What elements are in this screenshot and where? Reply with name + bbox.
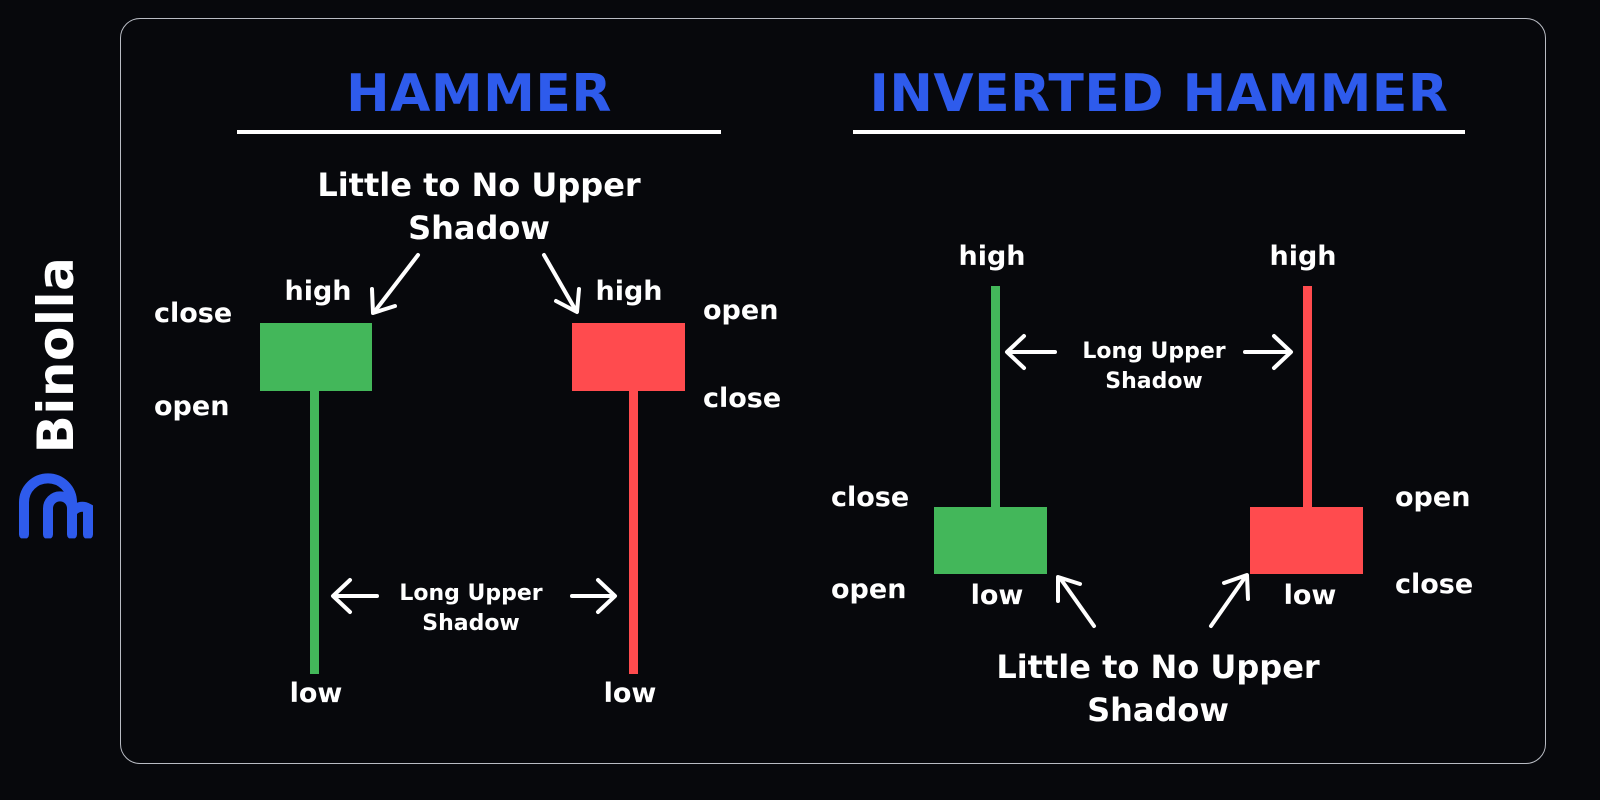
inverted-red-wick [1303, 286, 1312, 510]
hammer-green-top-label: close [154, 298, 233, 329]
hammer-red-low-label: low [603, 678, 657, 709]
inverted-wick-right-arrow [1243, 334, 1293, 370]
hammer-wick-annotation: Long Upper Shadow [381, 579, 561, 640]
inverted-red-body [1250, 507, 1363, 574]
hammer-green-body [260, 323, 372, 391]
hammer-green-wick [310, 388, 319, 674]
hammer-wick-left-arrow [331, 578, 379, 614]
inverted-red-low-label: low [1283, 580, 1337, 611]
inverted-green-low-label: low [970, 580, 1024, 611]
inverted-green-high-label: high [958, 241, 1026, 272]
hammer-annotation-text: Little to No Upper Shadow [317, 166, 641, 248]
hammer-right-diagonal-arrow [542, 253, 581, 314]
hammer-wick-annotation-text: Long Upper Shadow [399, 581, 543, 637]
inverted-red-top-label: open [1395, 482, 1471, 513]
hammer-red-wick [629, 388, 638, 674]
inverted-right-diagonal-arrow [1209, 573, 1250, 628]
hammer-annotation: Little to No Upper Shadow [299, 164, 659, 250]
hammer-red-bottom-label: close [703, 383, 782, 414]
inverted-red-bottom-label: close [1395, 569, 1474, 600]
hammer-green-low-label: low [289, 678, 343, 709]
hammer-red-top-label: open [703, 295, 779, 326]
inverted-green-wick [991, 286, 1000, 510]
inverted-wick-annotation: Long Upper Shadow [1064, 337, 1244, 398]
hammer-title: HAMMER [346, 64, 612, 124]
inverted-wick-annotation-text: Long Upper Shadow [1082, 339, 1226, 395]
inverted-left-diagonal-arrow [1056, 575, 1096, 628]
inverted-green-body [934, 507, 1047, 574]
inverted-wick-left-arrow [1005, 334, 1057, 370]
binolla-logo-icon [19, 473, 93, 539]
hammer-wick-right-arrow [570, 578, 617, 614]
inverted-green-bottom-label: open [831, 574, 907, 605]
inverted-green-top-label: close [831, 482, 910, 513]
hammer-left-diagonal-arrow [370, 253, 420, 315]
inverted-hammer-title: INVERTED HAMMER [869, 64, 1449, 124]
hammer-title-underline [237, 130, 721, 134]
hammer-green-high-label: high [284, 276, 352, 307]
hammer-green-bottom-label: open [154, 391, 230, 422]
inverted-hammer-annotation: Little to No Upper Shadow [978, 646, 1338, 732]
inverted-hammer-title-underline [853, 130, 1465, 134]
inverted-hammer-annotation-text: Little to No Upper Shadow [996, 648, 1320, 730]
diagram-panel [120, 18, 1546, 764]
inverted-red-high-label: high [1269, 241, 1337, 272]
hammer-red-high-label: high [595, 276, 663, 307]
hammer-red-body [572, 323, 685, 391]
